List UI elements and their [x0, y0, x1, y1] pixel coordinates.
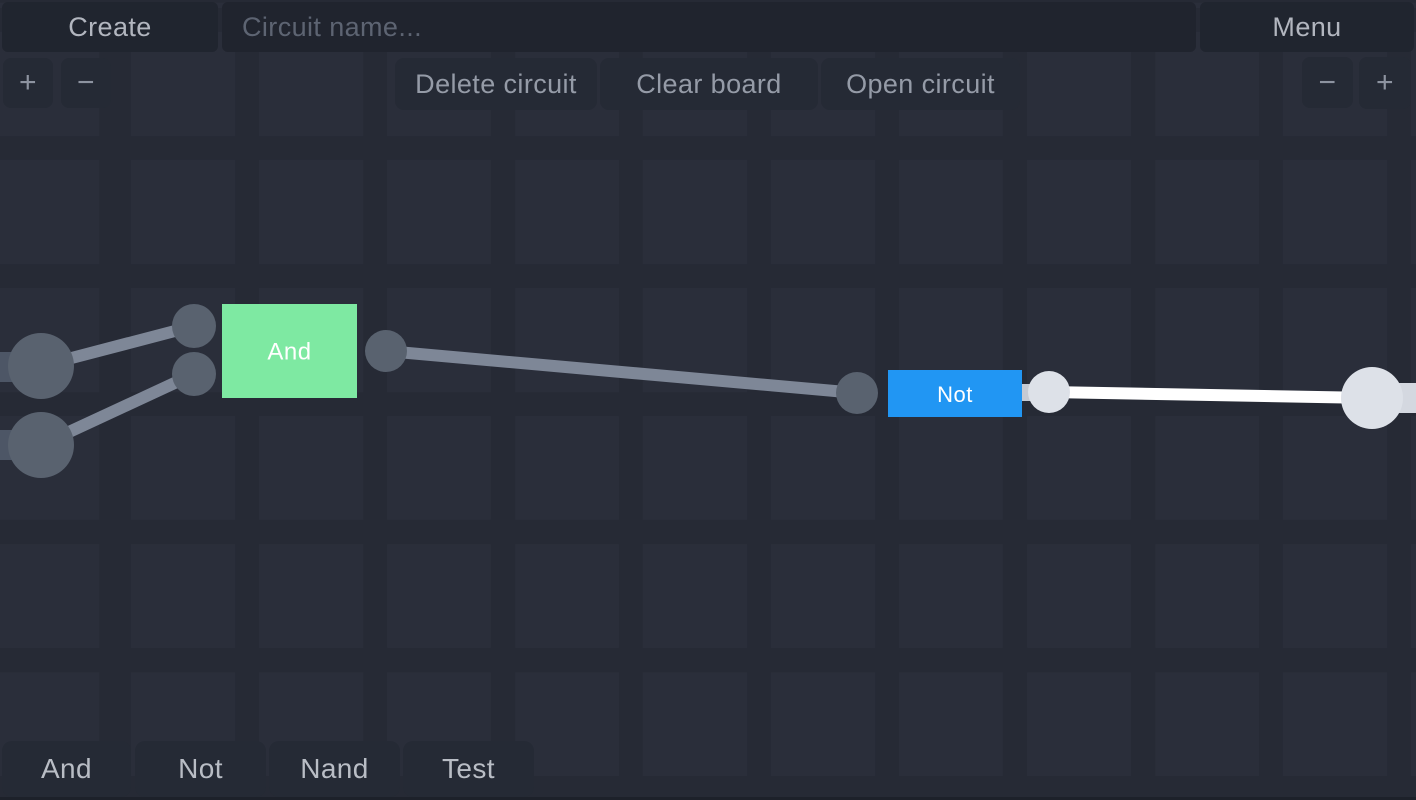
wire[interactable] [385, 345, 858, 399]
gate-not-body[interactable] [888, 370, 1022, 417]
clear-board-button[interactable]: Clear board [600, 58, 818, 110]
bottom-edge-strip [0, 797, 1416, 800]
zoom-in-right-button[interactable]: + [1359, 57, 1411, 109]
gate-and-label: And [267, 339, 311, 366]
create-button[interactable]: Create [2, 2, 218, 52]
open-circuit-button[interactable]: Open circuit [821, 58, 1020, 110]
connection-node[interactable] [172, 304, 216, 348]
gate-and[interactable]: And [222, 304, 357, 398]
connection-node[interactable] [836, 372, 878, 414]
connection-node[interactable] [8, 333, 74, 399]
gate-and-body[interactable] [222, 304, 357, 398]
zoom-out-left-button[interactable]: − [61, 58, 111, 108]
palette-item-not[interactable]: Not [135, 741, 266, 797]
zoom-out-right-button[interactable]: − [1302, 57, 1353, 108]
connection-node[interactable] [1341, 367, 1403, 429]
zoom-in-left-button[interactable]: + [3, 58, 53, 108]
gate-not-label: Not [937, 382, 973, 407]
palette-item-and[interactable]: And [2, 741, 131, 797]
connection-node[interactable] [1028, 371, 1070, 413]
wire[interactable] [1048, 386, 1373, 404]
menu-button[interactable]: Menu [1200, 2, 1414, 52]
palette-item-test[interactable]: Test [403, 741, 534, 797]
connection-node[interactable] [172, 352, 216, 396]
delete-circuit-button[interactable]: Delete circuit [395, 58, 597, 110]
circuit-name-input[interactable] [222, 2, 1196, 52]
connection-node[interactable] [8, 412, 74, 478]
gate-not[interactable]: Not [888, 370, 1022, 417]
palette-item-nand[interactable]: Nand [269, 741, 400, 797]
connection-node[interactable] [365, 330, 407, 372]
